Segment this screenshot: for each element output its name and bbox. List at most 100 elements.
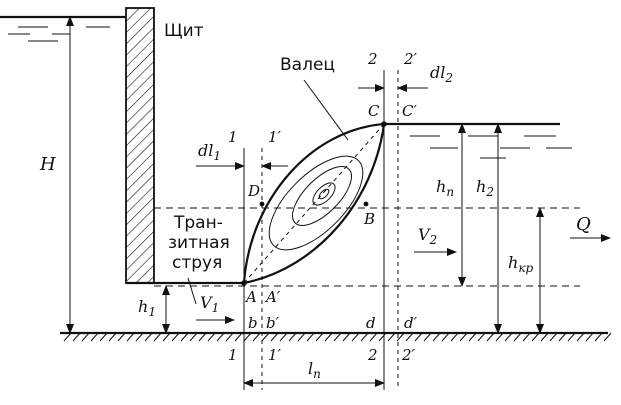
channel-bottom [60,331,612,342]
bottom-hatch-mark [540,332,549,342]
hkr-label: hкр [508,253,533,275]
bottom-hatch-mark [261,332,270,342]
h1-label: h1 [138,297,156,319]
bottom-hatch-mark [522,332,531,342]
bottom-hatch-mark [81,332,90,342]
dl1-label: dl1 [198,141,221,163]
V2-label: V2 [418,225,437,247]
bottom-hatch-mark [531,332,540,342]
point-b-label: b [248,314,258,332]
section-lines [243,70,399,390]
bottom-hatch-mark [171,332,180,342]
bottom-hatch-mark [243,332,252,342]
bottom-hatch-mark [189,332,198,342]
Q-label: Q [576,214,591,235]
bottom-hatch-mark [90,332,99,342]
sluice-gate [125,7,155,284]
bottom-hatch-mark [144,332,153,342]
bottom-hatch-mark [360,332,369,342]
bottom-hatch-mark [162,332,171,342]
bottom-hatch-mark [207,332,216,342]
roller-leader [303,79,349,141]
point-B-label: B [363,210,375,228]
H-label: H [39,154,56,175]
upstream-water-surface [0,15,126,42]
point-A-prime-label: A′ [264,288,281,306]
point-d-label: d [366,314,376,332]
section-1-top-label: 1 [228,128,238,146]
section-1-prime-bottom-label: 1′ [268,346,282,364]
bottom-hatch-mark [72,332,81,342]
hp-label: hп [436,177,454,199]
bottom-hatch-mark [333,332,342,342]
bottom-hatch-mark [585,332,594,342]
bottom-hatch-mark [567,332,576,342]
section-1-prime-top-label: 1′ [268,128,282,146]
bottom-hatch-mark [594,332,603,342]
bottom-hatch-mark [378,332,387,342]
roller [241,121,387,286]
bottom-hatch-mark [225,332,234,342]
section-2-top-label: 2 [367,50,378,68]
bottom-hatch-mark [513,332,522,342]
bottom-hatch-mark [495,332,504,342]
transit-jet-label-1: Тран- [173,213,223,233]
point-d-prime-label: d′ [404,314,418,332]
bottom-hatch-mark [477,332,486,342]
bottom-hatch-mark [324,332,333,342]
bottom-hatch-mark [405,332,414,342]
bottom-hatch-mark [342,332,351,342]
bottom-hatch-mark [126,332,135,342]
transit-jet-label-3: струя [172,253,222,273]
bottom-hatch-mark [486,332,495,342]
bottom-hatch-mark [135,332,144,342]
section-2-bottom-label: 2 [367,346,378,364]
downstream-water-surface [384,122,572,159]
bottom-hatch-mark [423,332,432,342]
bottom-hatch-mark [252,332,261,342]
bottom-hatch-mark [198,332,207,342]
bottom-hatch-mark [108,332,117,342]
h2-label: h2 [476,177,494,199]
bottom-hatch-mark [603,332,612,342]
bottom-hatch-mark [459,332,468,342]
bottom-hatch-mark [279,332,288,342]
V1-label: V1 [200,293,219,315]
bottom-hatch-mark [234,332,243,342]
point-C-prime-label: C′ [402,102,417,120]
bottom-hatch-mark [351,332,360,342]
lp-label: lп [308,359,321,381]
bottom-hatch-mark [387,332,396,342]
roller-label: Валец [280,55,335,75]
section-2-prime-bottom-label: 2′ [401,346,416,364]
bottom-hatch-mark [117,332,126,342]
bottom-hatch-mark [297,332,306,342]
point-C-label: C [368,102,380,120]
bottom-hatch-mark [558,332,567,342]
transit-jet-label-2: зитная [168,233,230,253]
bottom-hatch-mark [369,332,378,342]
bottom-hatch-mark [468,332,477,342]
bottom-hatch-mark [414,332,423,342]
bottom-hatch-mark [180,332,189,342]
section-1-bottom-label: 1 [228,346,238,364]
bottom-hatch-mark [504,332,513,342]
bottom-hatch-mark [396,332,405,342]
bottom-hatch-mark [306,332,315,342]
bottom-hatch-mark [153,332,162,342]
bottom-hatch-mark [99,332,108,342]
bottom-hatch-mark [288,332,297,342]
bottom-hatch-mark [315,332,324,342]
bottom-hatch-mark [216,332,225,342]
bottom-hatch-mark [549,332,558,342]
bottom-hatch-mark [270,332,279,342]
section-2-prime-top-label: 2′ [403,50,418,68]
bottom-hatch-mark [63,332,72,342]
bottom-hatch-mark [576,332,585,342]
point-A-label: A [244,288,257,306]
bottom-hatch-mark [450,332,459,342]
point-D-label: D [247,182,260,200]
jet-leader [187,277,197,305]
gate-label: Щит [164,21,204,41]
